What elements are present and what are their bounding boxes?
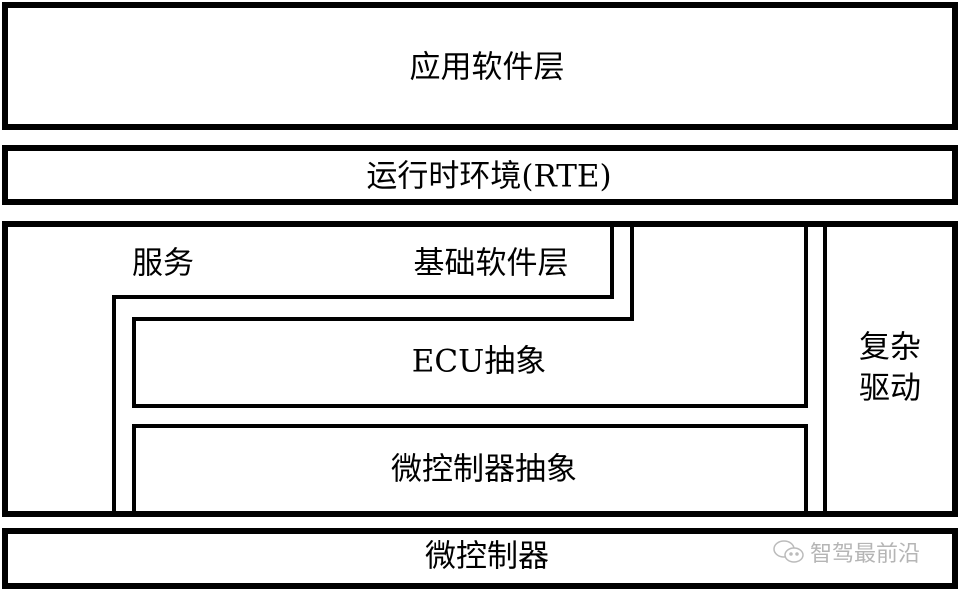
services-boundary [112, 224, 614, 514]
ecu-abstraction-label: ECU抽象 [411, 343, 547, 380]
rte-box [2, 145, 958, 205]
mcu-abstraction-label: 微控制器抽象 [391, 451, 577, 488]
watermark-text: 智驾最前沿 [810, 542, 921, 567]
complex-drivers-label-1: 复杂 [859, 329, 921, 366]
application-layer-label: 应用软件层 [409, 49, 565, 86]
bsw-label: 基础软件层 [413, 245, 569, 282]
rte-label: 运行时环境(RTE) [366, 158, 612, 195]
mcu-abstraction-box [132, 424, 808, 516]
watermark: 智驾最前沿 [772, 536, 920, 568]
microcontroller-box [2, 528, 958, 589]
wechat-icon [773, 540, 804, 563]
complex-drivers-label-2: 驱动 [859, 370, 921, 407]
ecu-abstraction-boundary [132, 224, 808, 408]
services-label: 服务 [132, 245, 194, 282]
microcontroller-label: 微控制器 [425, 538, 549, 575]
application-layer-box [2, 2, 958, 130]
